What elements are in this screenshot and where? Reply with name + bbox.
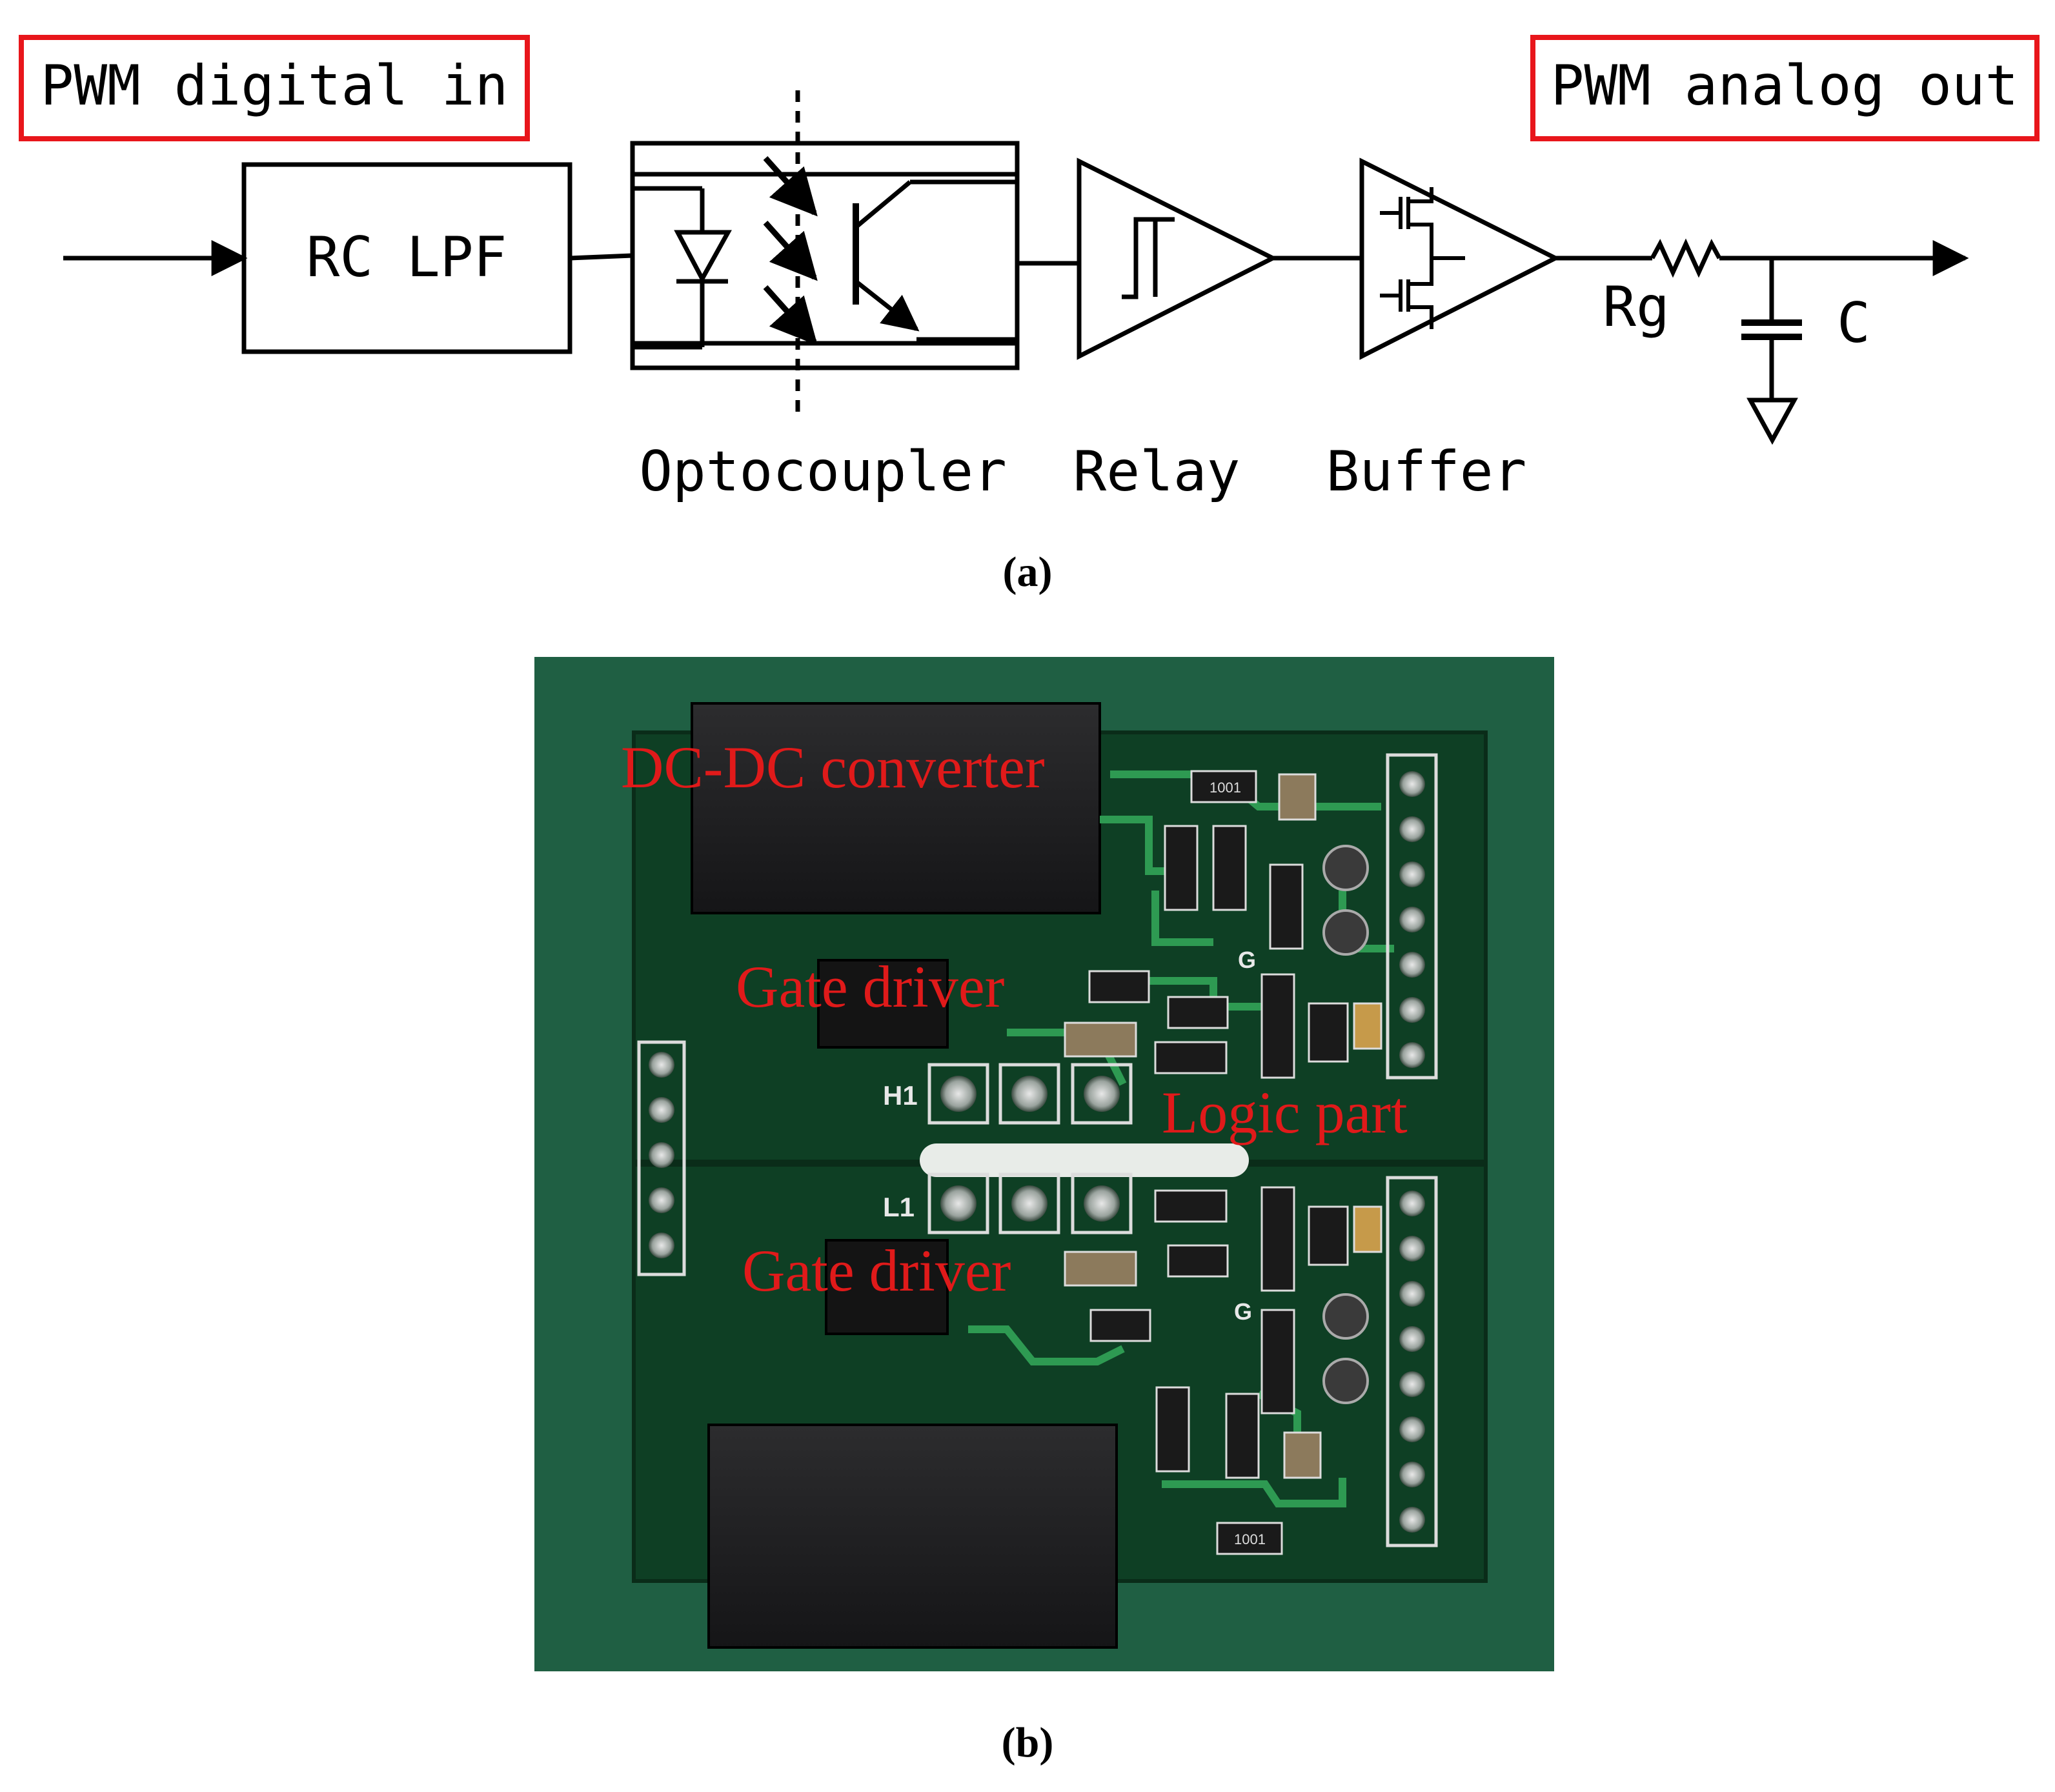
label-logic-part: Logic part <box>1162 1080 1408 1145</box>
input-label: PWM digital in <box>41 54 509 118</box>
caption-b: (b) <box>1002 1719 1054 1766</box>
buffer-triangle-icon <box>1359 157 1561 360</box>
label-gate-driver-bottom: Gate driver <box>742 1238 1011 1304</box>
rc-lpf-label: RC LPF <box>307 225 507 290</box>
optocoupler-label: Optocoupler <box>639 439 1007 504</box>
gate-driver-ic-top <box>817 959 949 1049</box>
gate-driver-ic-bottom <box>825 1239 949 1335</box>
led-diode-icon <box>633 186 732 350</box>
ground-icon <box>1746 398 1798 445</box>
optocoupler-inner <box>630 172 1020 346</box>
capacitor-c-icon <box>1741 258 1802 400</box>
silk-g-top: G <box>1238 947 1256 973</box>
phototransistor-icon <box>853 179 1017 342</box>
silk-h1: H1 <box>883 1080 918 1111</box>
panel-a-labels: PWM digital in PWM analog out RC LPF Opt… <box>41 54 2019 596</box>
silk-l1: L1 <box>883 1192 915 1222</box>
photo-annotations: DC-DC converter Gate driver Logic part G… <box>621 734 1408 1304</box>
output-label-box <box>1530 35 2040 141</box>
relay-triangle-icon <box>1077 157 1278 360</box>
buffer-label: Buffer <box>1326 439 1527 504</box>
panel-a-block-diagram <box>19 35 2040 445</box>
dcdc-module-top <box>691 702 1101 914</box>
light-arrows-icon <box>763 156 818 346</box>
label-gate-driver-top: Gate driver <box>736 954 1004 1020</box>
relay-label: Relay <box>1073 439 1240 504</box>
panel-b-board-photo: H1 L1 G G 1001 1001 DC-DC converter Gate… <box>534 657 1554 1671</box>
silk-r1: 1001 <box>1210 780 1241 796</box>
header-pins-left <box>637 1040 686 1276</box>
round-components <box>1322 845 1369 1404</box>
input-label-box <box>19 35 530 141</box>
silk-g-bottom: G <box>1234 1298 1252 1325</box>
resistor-rg-icon <box>1555 238 1781 278</box>
wire-rc-opto <box>569 253 633 261</box>
rg-label: Rg <box>1603 275 1670 339</box>
power-pads <box>927 1063 1133 1234</box>
c-label: C <box>1837 291 1870 356</box>
silkscreen-text: H1 L1 G G 1001 1001 <box>883 780 1266 1547</box>
output-label: PWM analog out <box>1551 54 2019 118</box>
label-dcdc-converter: DC-DC converter <box>621 734 1045 800</box>
header-pins-right <box>1386 753 1438 1547</box>
dcdc-module-bottom <box>707 1424 1118 1649</box>
board-slot <box>920 1143 1249 1177</box>
smd-components <box>1064 770 1382 1555</box>
caption-a: (a) <box>1003 549 1053 596</box>
silk-r2: 1001 <box>1234 1531 1266 1547</box>
